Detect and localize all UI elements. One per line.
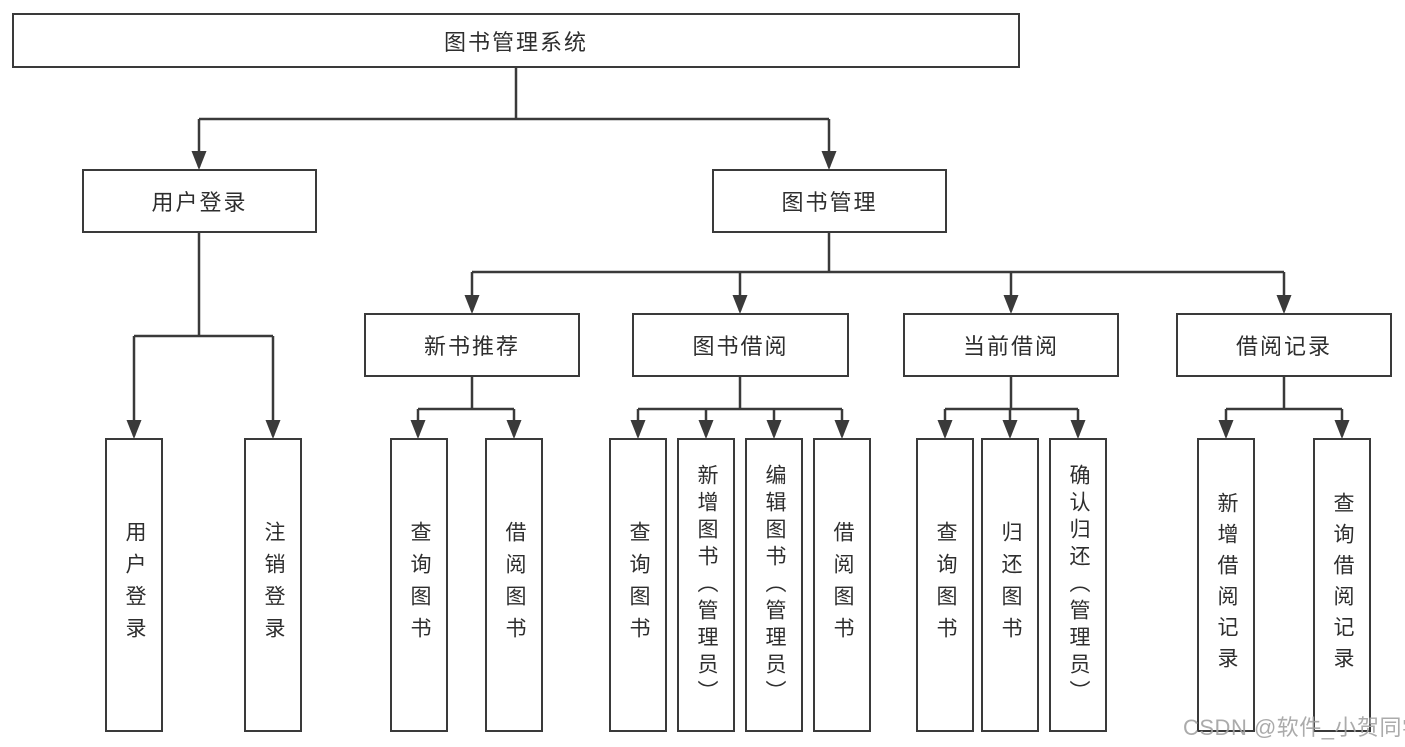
arrow-down-icon bbox=[1334, 420, 1350, 439]
arrow-down-icon bbox=[410, 420, 426, 439]
node-label: 图书管理系统 bbox=[443, 29, 588, 55]
node-label: 查询借阅记录 bbox=[1331, 492, 1354, 678]
node-label: 新书推荐 bbox=[423, 334, 520, 359]
connector-user-login bbox=[132, 233, 275, 436]
arrow-down-icon bbox=[191, 151, 207, 170]
arrow-down-icon bbox=[1276, 295, 1292, 314]
arrow-down-icon bbox=[732, 295, 748, 314]
node-label: 查询图书 bbox=[934, 521, 957, 649]
leaf-add-borrow-record: 新增借阅记录 bbox=[1197, 438, 1255, 732]
arrow-down-icon bbox=[126, 420, 142, 439]
leaf-query-books-borrow: 查询图书 bbox=[609, 438, 667, 732]
connector-current-borrow bbox=[943, 377, 1080, 436]
connector-root bbox=[197, 68, 831, 167]
arrow-down-icon bbox=[464, 295, 480, 314]
leaf-confirm-return-admin: 确认归还（管理员） bbox=[1049, 438, 1107, 732]
node-label: 用户登录 bbox=[123, 521, 146, 649]
node-label: 图书管理 bbox=[781, 190, 878, 215]
node-label: 查询图书 bbox=[408, 521, 431, 649]
connector-book-borrow bbox=[636, 377, 844, 436]
arrow-down-icon bbox=[766, 420, 782, 439]
node-root-system: 图书管理系统 bbox=[12, 13, 1020, 68]
leaf-query-borrow-record: 查询借阅记录 bbox=[1313, 438, 1371, 732]
arrow-down-icon bbox=[821, 151, 837, 170]
node-current-borrow: 当前借阅 bbox=[903, 313, 1119, 377]
node-label: 借阅图书 bbox=[503, 521, 526, 649]
node-borrow-records: 借阅记录 bbox=[1176, 313, 1392, 377]
leaf-add-books-admin: 新增图书（管理员） bbox=[677, 438, 735, 732]
arrow-down-icon bbox=[1218, 420, 1234, 439]
node-user-login: 用户登录 bbox=[82, 169, 317, 233]
node-label: 编辑图书（管理员） bbox=[763, 463, 786, 707]
node-label: 借阅图书 bbox=[831, 521, 854, 649]
leaf-return-books: 归还图书 bbox=[981, 438, 1039, 732]
connector-borrow-records bbox=[1224, 377, 1344, 436]
arrow-down-icon bbox=[937, 420, 953, 439]
node-label: 注销登录 bbox=[262, 521, 285, 649]
connector-book-management bbox=[470, 233, 1286, 311]
leaf-user-login: 用户登录 bbox=[105, 438, 163, 732]
arrow-down-icon bbox=[834, 420, 850, 439]
node-book-management: 图书管理 bbox=[712, 169, 947, 233]
node-new-book-recommend: 新书推荐 bbox=[364, 313, 580, 377]
node-book-borrow: 图书借阅 bbox=[632, 313, 849, 377]
node-label: 用户登录 bbox=[151, 190, 248, 215]
node-label: 当前借阅 bbox=[962, 334, 1059, 359]
node-label: 归还图书 bbox=[999, 521, 1022, 649]
node-label: 查询图书 bbox=[627, 521, 650, 649]
arrow-down-icon bbox=[630, 420, 646, 439]
node-label: 图书借阅 bbox=[692, 334, 789, 359]
arrow-down-icon bbox=[265, 420, 281, 439]
leaf-borrow-books-recommend: 借阅图书 bbox=[485, 438, 543, 732]
leaf-edit-books-admin: 编辑图书（管理员） bbox=[745, 438, 803, 732]
leaf-query-books-recommend: 查询图书 bbox=[390, 438, 448, 732]
connector-new-book bbox=[416, 377, 516, 436]
leaf-query-books-current: 查询图书 bbox=[916, 438, 974, 732]
leaf-borrow-books: 借阅图书 bbox=[813, 438, 871, 732]
arrow-down-icon bbox=[1003, 295, 1019, 314]
node-label: 新增借阅记录 bbox=[1215, 492, 1238, 678]
node-label: 确认归还（管理员） bbox=[1067, 463, 1090, 707]
arrow-down-icon bbox=[506, 420, 522, 439]
arrow-down-icon bbox=[698, 420, 714, 439]
arrow-down-icon bbox=[1070, 420, 1086, 439]
arrow-down-icon bbox=[1002, 420, 1018, 439]
csdn-watermark: CSDN @软件_小贺同学 bbox=[1183, 715, 1405, 740]
leaf-logout: 注销登录 bbox=[244, 438, 302, 732]
node-label: 新增图书（管理员） bbox=[695, 463, 718, 707]
node-label: 借阅记录 bbox=[1235, 334, 1332, 359]
